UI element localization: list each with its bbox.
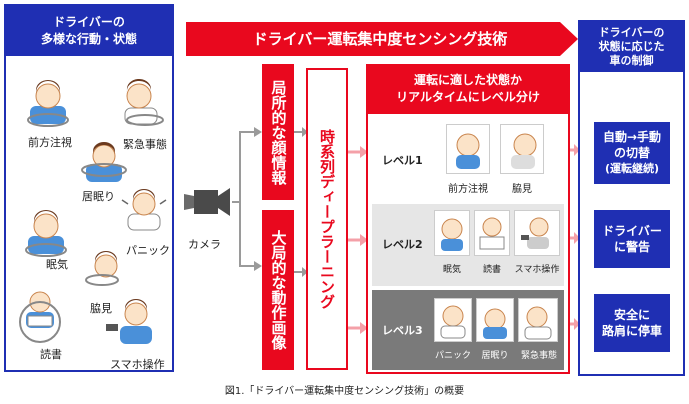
camera-icon: [184, 188, 230, 216]
control-safe-stop-line2: 路肩に停車: [601, 324, 662, 338]
vehicle-control-panel: ドライバーの 状態に応じた 車の制御 自動→手動 の切替 (運転継続) ドライバ…: [578, 20, 685, 376]
level-3-row: レベル3 パニック 居眠り 緊急事態: [372, 290, 564, 370]
emergency-thumb-icon: [524, 306, 552, 340]
state-label-emergency: 緊急事態: [123, 138, 167, 151]
driver-drowsy-illustration: [25, 210, 67, 257]
global-motion-box: 大局的な動作画像: [262, 210, 294, 370]
state-label-front-gaze: 前方注視: [28, 136, 72, 149]
driver-smartphone-illustration: [106, 299, 152, 344]
level-2-label-reading: 読書: [482, 265, 501, 275]
level-3-thumb-panic: [434, 298, 472, 342]
camera-label: カメラ: [188, 238, 221, 251]
level-1-title: レベル1: [382, 154, 423, 167]
level-3-thumb-sleeping: [476, 298, 514, 342]
vehicle-control-title-line3: 車の制御: [609, 54, 654, 67]
control-driver-warning-line2: に警告: [613, 240, 650, 254]
figure-caption: 図1.「ドライバー運転集中度センシング技術」の概要: [224, 386, 465, 397]
level-panel-title-line2: リアルタイムにレベル分け: [396, 90, 540, 104]
control-manual-switch-line2: の切替: [613, 146, 650, 160]
level-2-row: レベル2 眠気 読書 スマホ操作: [372, 204, 564, 286]
smartphone-thumb-icon: [521, 217, 549, 249]
panic-thumb-icon: [440, 305, 466, 339]
state-label-reading: 読書: [40, 348, 62, 361]
level-panel: 運転に適した状態か リアルタイムにレベル分け レベル1 前方注視 脇見 レベル2…: [366, 64, 570, 374]
driver-emergency-illustration: [124, 78, 164, 126]
level-3-title: レベル3: [382, 324, 423, 337]
state-label-looking-aside: 脇見: [90, 302, 112, 315]
control-manual-switch-line3: (運転継続): [604, 162, 660, 175]
driver-panic-illustration: [121, 189, 167, 231]
driver-states-title-line2: 多様な行動・状態: [40, 32, 137, 46]
driver-front-gaze-illustration: [27, 80, 69, 127]
local-face-info-box: 局所的な顔情報: [262, 64, 294, 200]
deep-learning-text: 時系列ディープラーニング: [318, 129, 336, 309]
level-3-thumb-emergency: [518, 298, 558, 342]
level-1-row: レベル1 前方注視 脇見: [372, 118, 564, 200]
driver-states-panel: ドライバーの 多様な行動・状態: [4, 4, 174, 372]
dl-to-level-arrows: [348, 146, 368, 334]
deep-learning-box: 時系列ディープラーニング: [306, 68, 348, 370]
global-motion-text: 大局的な動作画像: [269, 230, 288, 350]
level-3-label-emergency: 緊急事態: [520, 351, 557, 361]
driver-looking-aside-illustration: [85, 251, 119, 286]
level-1-thumb-front-gaze: [446, 124, 490, 174]
drowsy-thumb-icon: [441, 218, 463, 251]
state-label-sleeping: 居眠り: [82, 190, 115, 203]
level-2-thumb-smartphone: [514, 210, 560, 256]
front-gaze-thumb-icon: [456, 133, 480, 169]
level-2-title: レベル2: [382, 238, 423, 251]
control-driver-warning: ドライバー に警告: [594, 210, 670, 268]
driver-illustrations: [19, 78, 167, 344]
control-manual-switch: 自動→手動 の切替 (運転継続): [594, 122, 670, 184]
level-2-thumb-drowsy: [434, 210, 470, 256]
level-3-label-panic: パニック: [434, 351, 471, 361]
vehicle-control-title-line2: 状態に応じた: [598, 40, 665, 53]
banner-title: ドライバー運転集中度センシング技術: [252, 30, 508, 48]
flow-connectors: [184, 127, 368, 334]
looking-aside-thumb-icon: [511, 133, 537, 169]
control-manual-switch-line1: 自動→手動: [602, 130, 662, 144]
vehicle-control-header: ドライバーの 状態に応じた 車の制御: [580, 22, 683, 72]
level-2-label-smartphone: スマホ操作: [514, 265, 560, 275]
driver-states-header: ドライバーの 多様な行動・状態: [6, 6, 172, 56]
control-safe-stop: 安全に 路肩に停車: [594, 294, 670, 352]
reading-thumb-icon: [479, 217, 505, 250]
vehicle-control-title-line1: ドライバーの: [598, 26, 665, 39]
level-3-label-sleeping: 居眠り: [481, 351, 509, 361]
control-driver-warning-line1: ドライバー: [602, 224, 662, 238]
driver-states-title-line1: ドライバーの: [53, 15, 125, 29]
local-face-info-text: 局所的な顔情報: [269, 79, 288, 185]
level-1-label-looking-aside: 脇見: [512, 184, 532, 195]
state-label-drowsy: 眠気: [46, 258, 68, 271]
driver-sleeping-illustration: [81, 142, 127, 182]
level-to-control-arrows: [570, 144, 580, 330]
driver-reading-illustration: [19, 291, 61, 343]
level-1-thumb-looking-aside: [500, 124, 544, 174]
control-safe-stop-line1: 安全に: [613, 308, 650, 322]
level-2-label-drowsy: 眠気: [442, 265, 461, 275]
level-2-thumb-reading: [474, 210, 510, 256]
level-1-label-front-gaze: 前方注視: [448, 184, 488, 195]
state-label-panic: パニック: [126, 244, 170, 257]
title-banner: [186, 22, 578, 56]
level-panel-title-line1: 運転に適した状態か: [413, 73, 522, 87]
state-label-smartphone: スマホ操作: [110, 358, 165, 371]
sleeping-thumb-icon: [483, 308, 507, 339]
level-panel-header: 運転に適した状態か リアルタイムにレベル分け: [368, 66, 568, 114]
